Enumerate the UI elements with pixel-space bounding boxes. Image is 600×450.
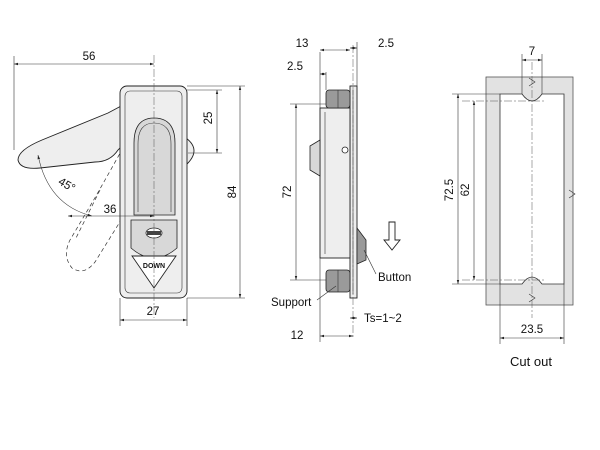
- dim-27-text: 27: [147, 306, 160, 318]
- side-cam: [309, 139, 321, 177]
- dim-84-text: 84: [227, 185, 239, 198]
- side-plate: [349, 85, 358, 299]
- dim-25-text: 25: [203, 112, 215, 125]
- dim-72-5-text: 72.5: [444, 179, 456, 201]
- dim-36-text: 36: [104, 204, 117, 216]
- side-screw: [341, 146, 349, 154]
- dim-62-text: 62: [460, 184, 472, 197]
- dim-45-arc: [37, 154, 93, 217]
- dim-23-5-text: 23.5: [521, 324, 543, 336]
- support-label: Support: [271, 297, 312, 309]
- side-button: [356, 226, 367, 265]
- handle-shape: [17, 104, 124, 169]
- break-mark-bottom: [528, 293, 536, 303]
- front-view: DOWN 56 25 84 45° 36 27: [13, 51, 245, 326]
- break-mark-right: [568, 189, 576, 199]
- dim-72-text: 72: [282, 186, 294, 199]
- dim-ts-text: Ts=1~2: [364, 313, 402, 325]
- dim-56-text: 56: [83, 51, 96, 63]
- dim-45-text: 45°: [56, 176, 77, 195]
- dim-2-5-left-text: 2.5: [287, 61, 303, 73]
- handle-open-dashed-inner: [75, 189, 101, 239]
- cutout-view: 7 72.5 62 23.5 Cut out: [444, 46, 576, 369]
- lock-body-inner: [124, 90, 183, 294]
- button-leader: [363, 249, 377, 275]
- break-mark-top: [528, 77, 536, 87]
- support-leader: [316, 285, 337, 301]
- handle-open-dashed: [66, 147, 124, 272]
- dim-12-text: 12: [291, 330, 304, 342]
- side-view: 13 2.5 2.5 72 12 Ts=1~2 Support Button: [271, 38, 411, 342]
- side-body: [319, 107, 351, 259]
- dim-2-5-right-text: 2.5: [378, 38, 394, 50]
- down-arrow-icon: [383, 221, 401, 251]
- dim-7-text: 7: [529, 46, 535, 58]
- dim-13-text: 13: [296, 38, 309, 50]
- cutout-caption: Cut out: [510, 354, 552, 369]
- button-label: Button: [378, 272, 411, 284]
- paddle-outline: [133, 117, 176, 216]
